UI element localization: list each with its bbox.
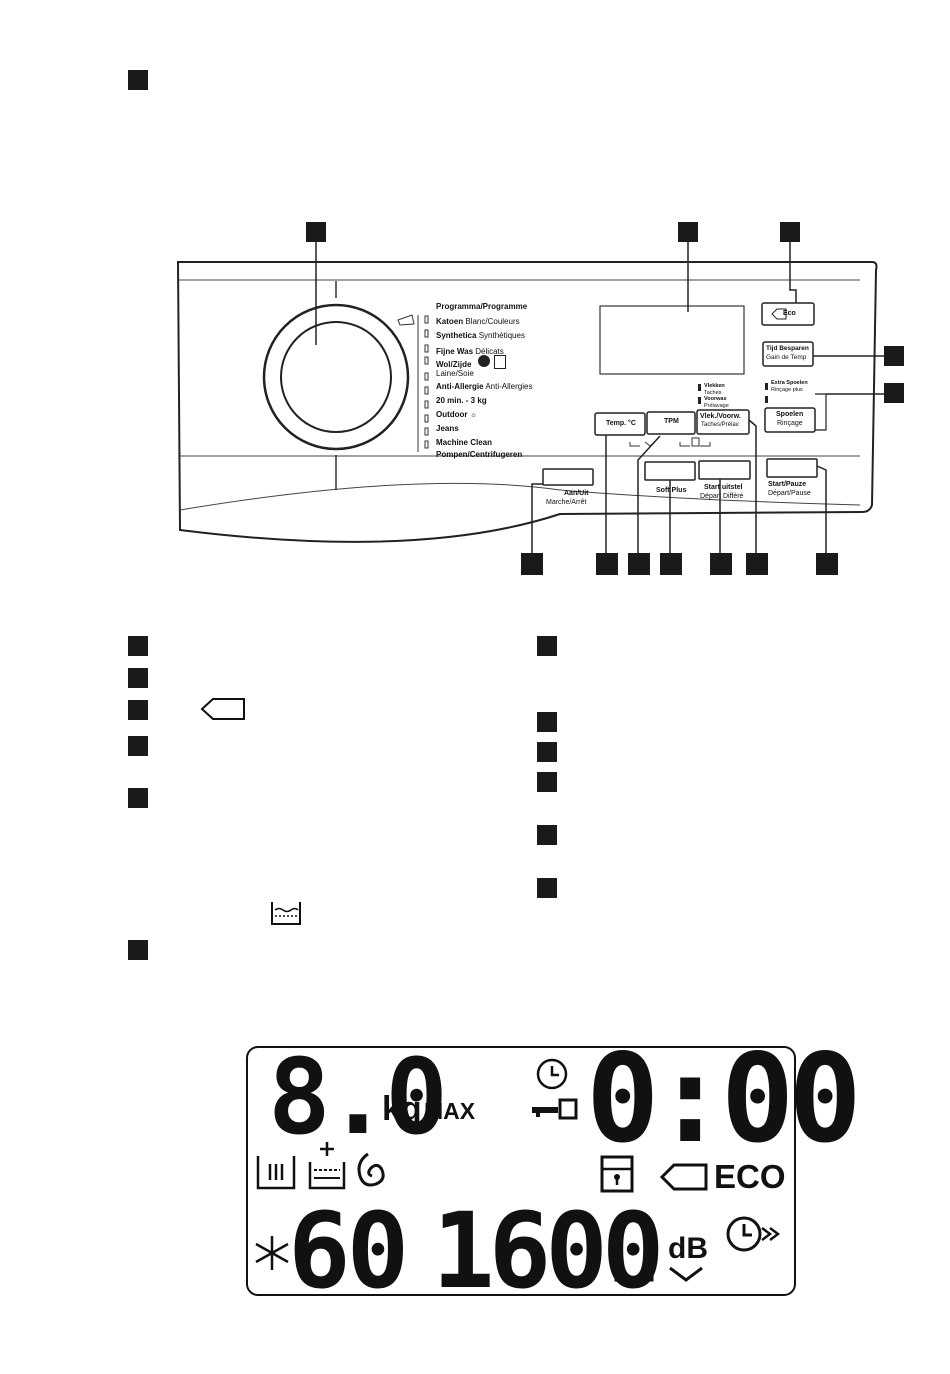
legend-marker [128, 940, 148, 960]
hand-wash-icon [494, 355, 506, 369]
callout-marker-9 [660, 553, 682, 575]
prewash-label-fr: Prélavage [704, 403, 729, 409]
prewash-tub-icon [271, 902, 301, 925]
extra-rinse-icon [308, 1142, 346, 1190]
spin-button-label[interactable]: TPM [664, 418, 679, 425]
eco-tag-icon [200, 698, 245, 720]
callout-marker-12 [816, 553, 838, 575]
callout-marker-1 [306, 222, 326, 242]
callout-marker-3 [780, 222, 800, 242]
program-list: Katoen Blanc/Couleurs Synthetica Synthét… [436, 315, 596, 459]
lcd-temperature: 60 [288, 1190, 409, 1312]
rinse-hold-icon [614, 1248, 654, 1282]
power-button-label[interactable]: Aan/Uit [564, 490, 589, 497]
snowflake-icon [255, 1236, 289, 1270]
callout-marker-4 [884, 346, 904, 366]
legend-marker [537, 772, 557, 792]
program-item: Machine Clean [436, 438, 493, 448]
legend-marker [537, 825, 557, 845]
control-panel-illustration [176, 222, 904, 575]
time-save-label-fr: Gain de Temp [766, 354, 807, 361]
legend-marker [537, 712, 557, 732]
callout-marker-2 [678, 222, 698, 242]
callout-marker-top [128, 70, 148, 90]
rinse-button-label[interactable]: Spoelen [776, 411, 804, 418]
eco-button-label[interactable]: Eco [783, 310, 796, 317]
legend-marker [128, 736, 148, 756]
power-button-label-fr: Marche/Arrêt [546, 499, 587, 506]
program-item: Laine/Soie [436, 368, 474, 378]
lcd-weight: 8.0 [268, 1036, 448, 1158]
delay-start-button-label[interactable]: Start uitstel [704, 484, 743, 491]
program-item: Jeans [436, 424, 459, 434]
lcd-db: dB [668, 1232, 708, 1265]
stain-prewash-label-fr: Taches/Prélav. [701, 422, 740, 428]
callout-marker-5 [884, 383, 904, 403]
extra-rinse-label-fr: Rinçage plus [771, 387, 803, 393]
wool-icon [478, 355, 490, 367]
delay-clock-icon [726, 1216, 781, 1252]
program-item: Wol/Zijde [436, 359, 472, 369]
clock-icon [536, 1058, 568, 1090]
lcd-spin: 1600 [432, 1190, 664, 1312]
spiral-icon [357, 1152, 385, 1187]
outdoor-icon: ☼ [469, 410, 478, 420]
stain-prewash-button-label[interactable]: Vlek./Voorw. [700, 413, 741, 420]
legend-marker [537, 742, 557, 762]
program-header: Programma/Programme [436, 302, 528, 311]
program-item: Fijne Was Délicats [436, 347, 504, 357]
lcd-max: MAX [424, 1098, 476, 1124]
door-lock-icon [600, 1155, 634, 1193]
callout-marker-7 [596, 553, 618, 575]
stains-label: Vlekken [704, 383, 725, 389]
stains-label-fr: Taches [704, 390, 722, 396]
main-wash-icon [256, 1156, 296, 1190]
start-pause-label-fr: Départ/Pause [768, 490, 811, 497]
callout-marker-10 [710, 553, 732, 575]
key-lock-icon [532, 1098, 578, 1120]
program-item: Pompen/Centrifugeren [436, 449, 523, 459]
legend-marker [128, 788, 148, 808]
legend-marker [537, 878, 557, 898]
extra-rinse-label: Extra Spoelen [771, 380, 808, 386]
program-item: Synthetica Synthétiques [436, 331, 525, 341]
lcd-status-icons [532, 1058, 578, 1120]
lcd-lock-eco-icons [600, 1155, 708, 1193]
legend-marker [537, 636, 557, 656]
soft-plus-button-label[interactable]: Soft Plus [656, 487, 687, 494]
program-item: 20 min. - 3 kg [436, 395, 487, 405]
temp-button-label[interactable]: Temp. °C [606, 420, 636, 427]
program-item: Katoen Blanc/Couleurs [436, 317, 520, 326]
program-item: Outdoor ☼ [436, 410, 478, 420]
prewash-label: Voorwas [704, 396, 727, 402]
lcd-time: 0:00 [586, 1028, 862, 1170]
lcd-kg: kg [382, 1090, 422, 1128]
lcd-display [246, 1046, 796, 1296]
legend-marker [128, 668, 148, 688]
lcd-eco: ECO [714, 1158, 786, 1195]
legend-marker [128, 700, 148, 720]
time-save-label[interactable]: Tijd Besparen [766, 345, 809, 352]
program-item: Anti-Allergie Anti-Allergies [436, 381, 533, 391]
lcd-function-icons [256, 1142, 385, 1190]
start-pause-button-label[interactable]: Start/Pauze [768, 481, 807, 488]
callout-marker-11 [746, 553, 768, 575]
quiet-chevron-icon [669, 1266, 703, 1282]
callout-marker-6 [521, 553, 543, 575]
legend-marker [128, 636, 148, 656]
delay-start-label-fr: Départ Différé [700, 493, 744, 500]
eco-tag-icon [659, 1163, 708, 1191]
callout-marker-8 [628, 553, 650, 575]
rinse-button-label-fr: Rinçage [777, 420, 803, 427]
